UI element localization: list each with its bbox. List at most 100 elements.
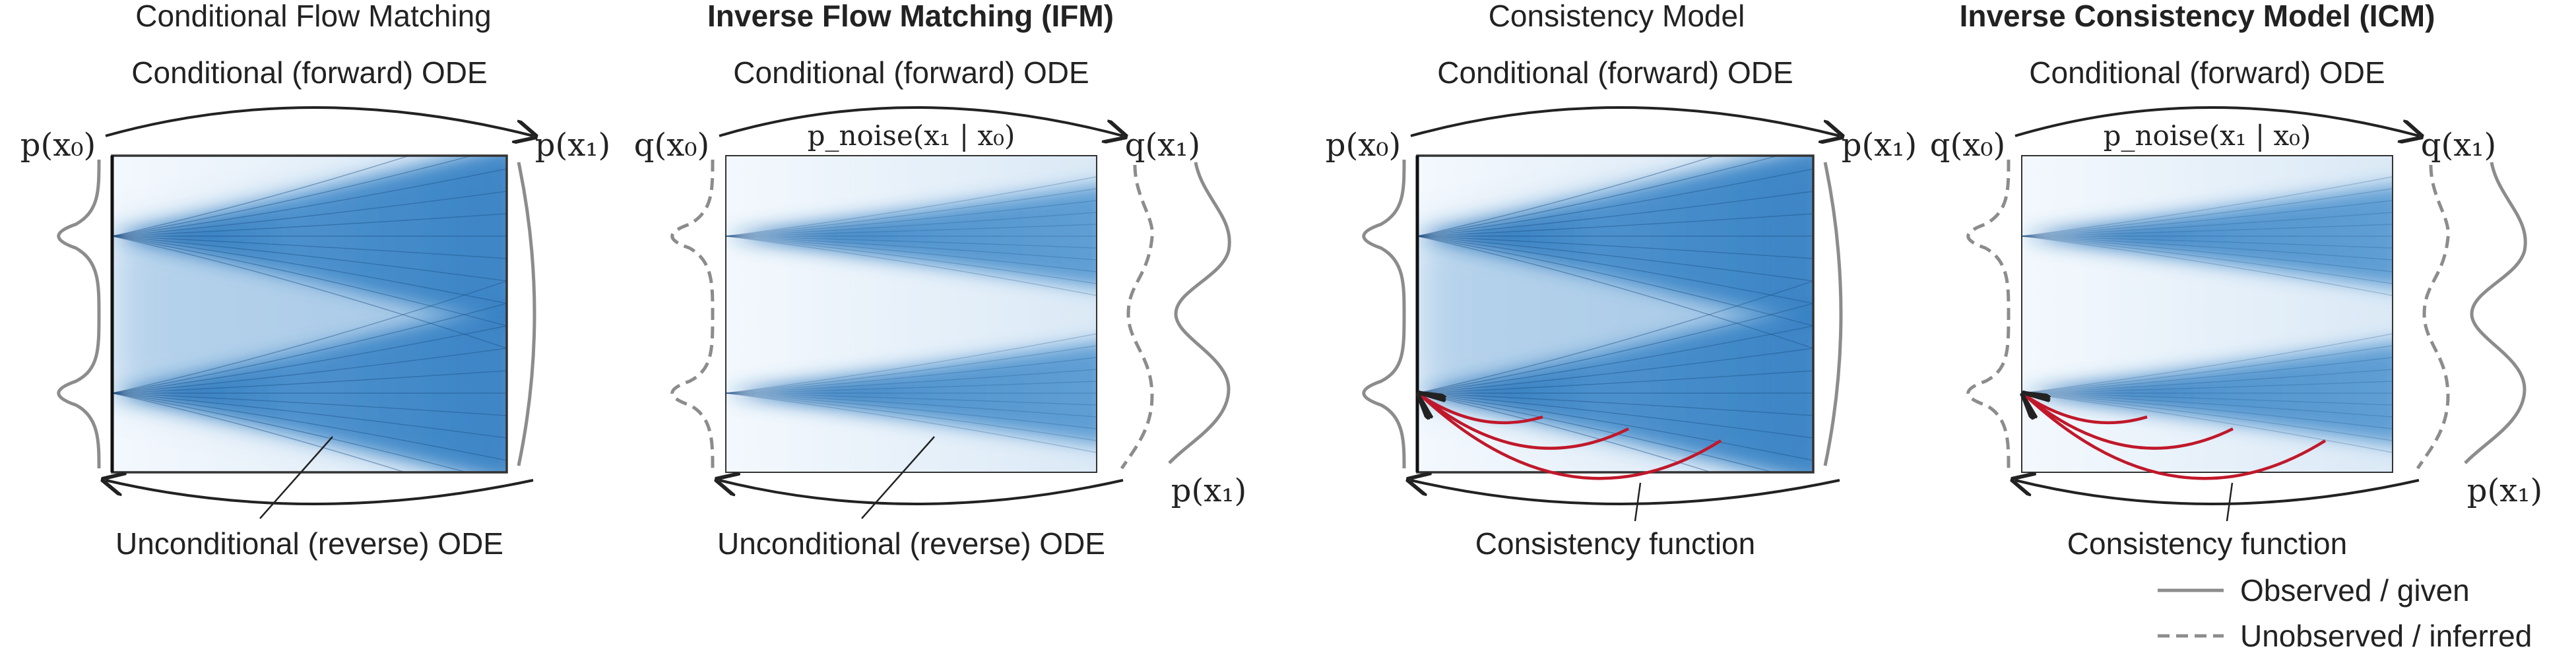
label-pointer xyxy=(259,436,333,519)
trajectory-line xyxy=(1417,235,1813,259)
forward-arrow xyxy=(1410,106,1840,136)
right-distribution-label: p(x₁) xyxy=(1842,127,1917,164)
panel-2: Inverse Flow Matching (IFM) Conditional (… xyxy=(634,0,1247,561)
left-density-curve xyxy=(1966,159,2011,469)
trajectory-line xyxy=(2022,235,2393,284)
trajectory-line xyxy=(112,235,507,304)
observed-noisy-density-curve xyxy=(1168,162,1231,464)
right-density-curve xyxy=(1823,162,1843,466)
density-heatmap xyxy=(2022,156,2393,472)
density-band xyxy=(1417,303,1813,472)
trajectory-line xyxy=(112,392,507,461)
reverse-arrow xyxy=(2015,480,2420,505)
left-density-curve xyxy=(670,159,715,469)
heatmap-frame xyxy=(2021,155,2393,473)
trajectory-line xyxy=(726,369,1097,394)
forward-ode-label: Conditional (forward) ODE xyxy=(131,55,487,90)
trajectory-line xyxy=(112,370,507,394)
label-pointer xyxy=(861,436,935,519)
trajectory-line xyxy=(1417,156,1780,237)
trajectory-line xyxy=(726,392,1097,453)
trajectory-line xyxy=(2022,235,2393,261)
density-band xyxy=(1417,156,1813,326)
density-band xyxy=(2022,342,2393,445)
consistency-function-label: Consistency function xyxy=(2067,526,2347,561)
trajectory-line xyxy=(726,392,1097,418)
trajectory-line xyxy=(2022,392,2393,429)
trajectory-line xyxy=(726,188,1097,237)
consistency-arc xyxy=(1421,396,1630,450)
trajectory-line xyxy=(726,235,1097,249)
trajectory-line xyxy=(1417,156,1718,237)
trajectory-line xyxy=(112,235,507,327)
trajectory-line xyxy=(2022,235,2393,272)
trajectory-line xyxy=(112,191,507,237)
trajectory-line xyxy=(2022,212,2393,237)
forward-arrow xyxy=(2014,106,2419,136)
right-distribution-label: q(x₁) xyxy=(1125,127,1201,164)
density-heatmap xyxy=(1417,156,1813,472)
trajectory-line xyxy=(2022,235,2393,296)
trajectory-line xyxy=(726,392,1097,406)
trajectory-line xyxy=(112,213,507,237)
trajectory-line xyxy=(726,345,1097,394)
right-density-curve-inferred xyxy=(2416,164,2450,470)
observed-noisy-density-curve xyxy=(2464,162,2527,464)
trajectory-line xyxy=(112,156,474,237)
consistency-function-label: Consistency function xyxy=(1475,526,1755,561)
trajectory-line xyxy=(1417,392,1813,461)
forward-ode-label: Conditional (forward) ODE xyxy=(1437,55,1793,90)
trajectory-line xyxy=(2022,188,2393,237)
reverse-arrow xyxy=(719,480,1124,505)
trajectory-line xyxy=(726,176,1097,237)
density-band xyxy=(726,185,1097,288)
noise-kernel-label: p_noise(x₁ | x₀) xyxy=(808,119,1015,152)
forward-ode-label: Conditional (forward) ODE xyxy=(733,55,1089,90)
density-band xyxy=(112,303,507,472)
trajectory-line xyxy=(726,224,1097,237)
trajectory-line xyxy=(112,392,507,439)
trajectory-line xyxy=(726,200,1097,237)
trajectory-line xyxy=(726,357,1097,394)
reverse-arrow xyxy=(1411,480,1840,505)
left-density-curve xyxy=(1362,159,1406,469)
right-distribution-label: p(x₁) xyxy=(535,127,611,164)
trajectory-line xyxy=(726,235,1097,272)
forward-arrow xyxy=(719,106,1123,136)
trajectory-line xyxy=(1417,168,1813,237)
trajectory-line xyxy=(2022,392,2393,406)
reverse-ode-label: Unconditional (reverse) ODE xyxy=(717,526,1105,561)
trajectory-line xyxy=(1417,191,1813,237)
trajectory-line xyxy=(1417,213,1813,237)
right-distribution-label: q(x₁) xyxy=(2421,127,2497,164)
panel-4: Inverse Consistency Model (ICM) Condition… xyxy=(1930,0,2543,561)
reverse-ode-label: Unconditional (reverse) ODE xyxy=(115,526,503,561)
observed-distribution-label: p(x₁) xyxy=(2467,472,2543,509)
trajectory-line xyxy=(112,235,507,259)
trajectory-line xyxy=(1417,325,1813,394)
density-heatmap xyxy=(726,156,1097,472)
trajectory-line xyxy=(726,392,1097,441)
trajectory-line xyxy=(2022,176,2393,237)
trajectory-line xyxy=(726,235,1097,284)
consistency-arc xyxy=(2026,396,2327,480)
forward-arrow xyxy=(105,106,533,136)
forward-ode-label: Conditional (forward) ODE xyxy=(2029,55,2385,90)
trajectory-line xyxy=(2022,357,2393,394)
trajectory-line xyxy=(726,235,1097,296)
label-pointer xyxy=(2226,482,2234,522)
trajectory-line xyxy=(112,392,469,472)
panel-title: Inverse Flow Matching (IFM) xyxy=(707,0,1114,33)
density-heatmap xyxy=(112,156,507,472)
trajectory-line xyxy=(726,392,1097,429)
panel-title: Inverse Consistency Model (ICM) xyxy=(1960,0,2435,33)
legend-observed-label: Observed / given xyxy=(2240,573,2470,608)
trajectory-line xyxy=(112,235,507,282)
right-density-curve xyxy=(517,162,536,466)
trajectory-line xyxy=(1417,235,1813,282)
legend-unobserved-label: Unobserved / inferred xyxy=(2240,619,2532,653)
consistency-arc xyxy=(1421,396,1722,480)
trajectory-line xyxy=(2022,392,2393,453)
